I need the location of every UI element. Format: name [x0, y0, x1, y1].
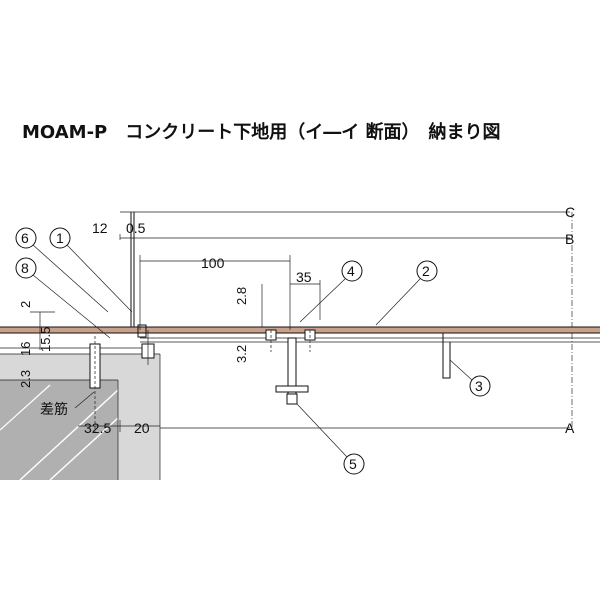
- callout-6-leader: [32, 244, 109, 313]
- callout-1: 1: [56, 230, 64, 246]
- callout-6-circle: [15, 227, 37, 249]
- rail-bolts: [265, 329, 316, 352]
- label-c: C: [565, 204, 575, 220]
- rail-top-band: [0, 327, 600, 333]
- concrete-face: [0, 380, 118, 480]
- dim-155: 15.5: [38, 327, 53, 352]
- dim-2: 2: [18, 301, 33, 308]
- dim-325: 32.5: [84, 420, 111, 436]
- callout-4-circle: [341, 260, 363, 282]
- main-rail: [0, 326, 600, 355]
- callout-8: 8: [21, 260, 29, 276]
- callout-4: 4: [347, 263, 355, 279]
- callout-1-leader: [66, 244, 133, 313]
- dim-23: 2.3: [18, 370, 33, 388]
- callout-5-circle: [343, 453, 365, 475]
- dim-16: 16: [18, 342, 33, 356]
- callout-5: 5: [349, 456, 357, 472]
- dim-05: 0.5: [126, 220, 146, 236]
- callouts: 6 1 8 4 2 3 5: [15, 227, 491, 475]
- bracket-3: [442, 332, 488, 379]
- rebar-leader: [74, 391, 95, 409]
- reference-lines: C B A: [120, 204, 575, 436]
- end-clip: [137, 324, 147, 338]
- drawing-title: MOAM-P コンクリート下地用（イ―イ 断面） 納まり図: [22, 121, 501, 143]
- anchor-5: [275, 337, 309, 405]
- bracket-hook: [442, 333, 451, 379]
- callout-2-circle: [416, 260, 438, 282]
- callout-6: 6: [21, 230, 29, 246]
- dim-100: 100: [201, 255, 225, 271]
- callout-2: 2: [422, 263, 430, 279]
- callout-3-circle: [469, 375, 491, 397]
- callout-3: 3: [475, 378, 483, 394]
- label-a: A: [565, 420, 575, 436]
- dim-35: 35: [296, 269, 312, 285]
- callout-5-leader: [296, 403, 348, 458]
- dim-28: 2.8: [234, 287, 249, 305]
- dimensions: 12 0.5 100 35 2.8 3.2 2 16 15.5 2.3 32.5…: [18, 220, 321, 436]
- callout-8-circle: [15, 257, 37, 279]
- rebar-label: 差筋: [40, 401, 68, 417]
- hatch-line-1: [19, 389, 119, 481]
- rebar: 差筋: [40, 336, 101, 432]
- callout-3-leader: [449, 359, 473, 381]
- dim-32: 3.2: [234, 345, 249, 363]
- dim-12: 12: [92, 220, 108, 236]
- anchor-tip: [286, 393, 298, 405]
- hatch-line-3: [0, 384, 51, 431]
- dim-20: 20: [134, 420, 150, 436]
- end-frame: [130, 212, 155, 365]
- anchor-plate: [275, 385, 309, 393]
- callout-1-circle: [49, 227, 71, 249]
- hatch-line-2: [49, 417, 119, 481]
- callout-8-leader: [32, 274, 111, 339]
- callout-4-leader: [299, 278, 346, 323]
- label-b: B: [565, 231, 574, 247]
- callout-2-leader: [375, 278, 421, 326]
- concrete-block: [0, 354, 161, 481]
